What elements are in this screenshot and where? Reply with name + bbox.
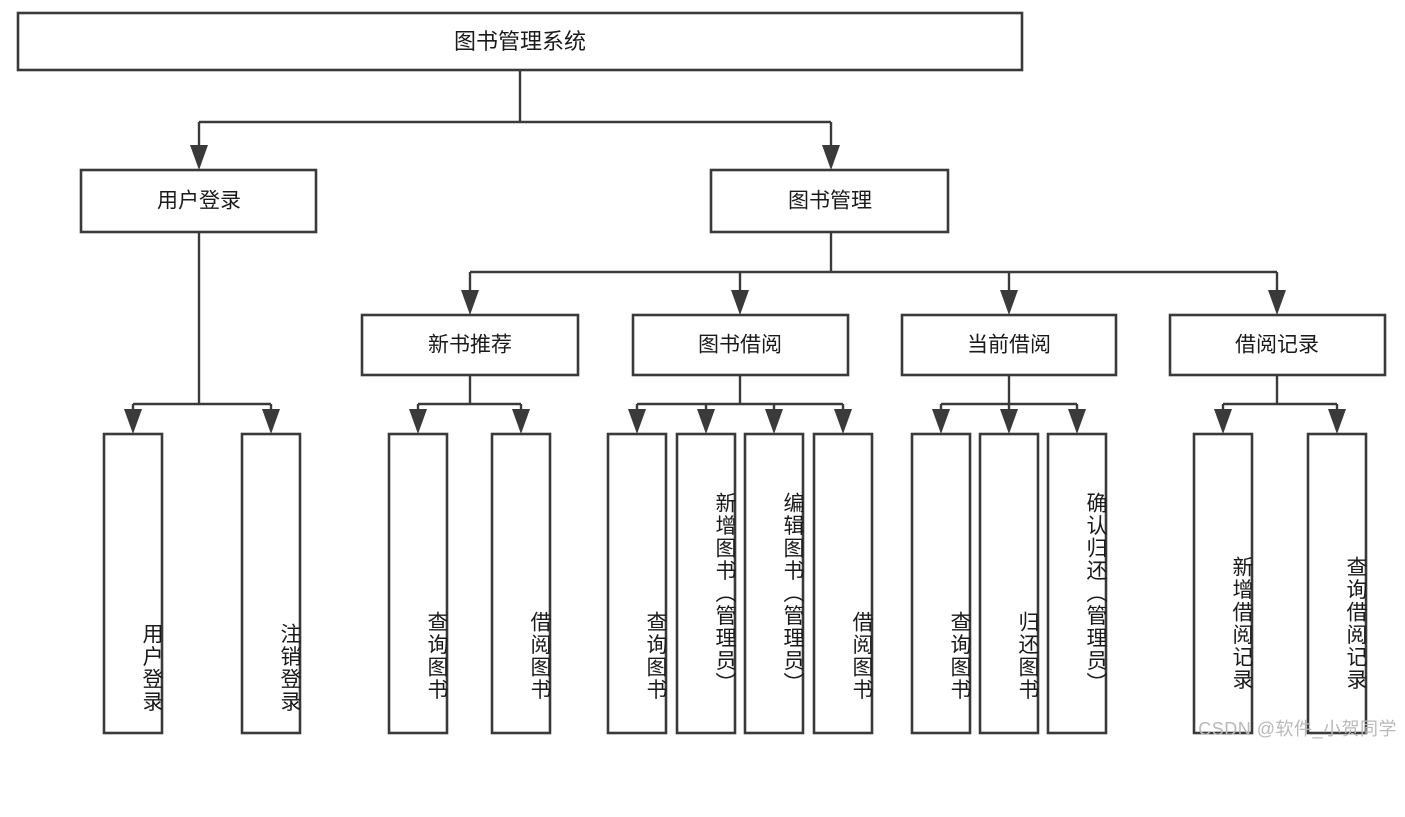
node-borrow-record-label: 借阅记录 [1235,334,1319,357]
node-book-borrow-box[interactable] [631,313,850,377]
functional-structure-diagram: 图书管理系统 用户登录 图书管理 新书推荐 图书借阅 当前借阅 借阅记录 [16,11,1387,735]
arrow-head-leaf-add-book [697,409,715,434]
arrow-head-user-login [190,145,208,170]
node-leaf-query-book-2-box[interactable] [606,432,668,735]
node-leaf-user-logout-box[interactable] [240,432,302,735]
node-leaf-query-book-3-box[interactable] [910,432,972,735]
node-leaf-user-login-box[interactable] [102,432,164,735]
csdn-watermark: CSDN @软件_小贺同学 [1198,719,1397,739]
node-root-box[interactable] [16,11,1024,72]
node-leaf-query-book-1-box[interactable] [387,432,449,735]
node-leaf-confirm-return-box[interactable] [1046,432,1108,735]
node-leaf-borrow-book-2-box[interactable] [812,432,874,735]
arrow-head-book-borrow [731,290,749,315]
node-borrow-record-box[interactable] [1168,313,1387,377]
node-book-manage-label: 图书管理 [788,190,872,213]
node-leaf-edit-book-box[interactable] [743,432,805,735]
node-root-label: 图书管理系统 [454,29,586,54]
node-leaf-return-book-box[interactable] [978,432,1040,735]
arrow-head-borrow-record [1268,290,1286,315]
node-leaf-borrow-book-1-box[interactable] [490,432,552,735]
node-new-book-recommend-label: 新书推荐 [428,334,512,357]
node-book-borrow-label: 图书借阅 [698,334,782,357]
diagram-canvas-container: 图书管理系统 用户登录 图书管理 新书推荐 图书借阅 当前借阅 借阅记录 [16,11,1397,739]
node-leaf-query-record-box[interactable] [1306,432,1368,735]
node-user-login-label: 用户登录 [157,190,241,213]
arrow-head-leaf-add-record [1214,409,1232,434]
arrow-head-leaf-edit-book [765,409,783,434]
arrow-head-leaf-query-record [1328,409,1346,434]
arrow-head-current-borrow [1000,290,1018,315]
node-current-borrow-box[interactable] [900,313,1118,377]
node-user-login-box[interactable] [79,168,318,234]
node-book-manage-box[interactable] [709,168,950,234]
connector-layer [124,70,1346,434]
arrow-head-book-manage [822,145,840,170]
node-leaf-add-book-box[interactable] [675,432,737,735]
node-new-book-recommend-box[interactable] [360,313,580,377]
node-layer: 图书管理系统 用户登录 图书管理 新书推荐 图书借阅 当前借阅 借阅记录 [16,11,1387,735]
arrow-head-leaf-confirm-return [1068,409,1086,434]
arrow-head-leaf-query-book-1 [409,409,427,434]
arrow-head-leaf-borrow-book-2 [834,409,852,434]
arrow-head-leaf-query-book-3 [932,409,950,434]
arrow-head-leaf-user-login [124,409,142,434]
node-leaf-add-record-box[interactable] [1192,432,1254,735]
arrow-head-leaf-user-logout [262,409,280,434]
arrow-head-leaf-query-book-2 [628,409,646,434]
arrow-head-leaf-borrow-book-1 [512,409,530,434]
node-current-borrow-label: 当前借阅 [967,334,1051,357]
arrow-head-new-book-recommend [461,290,479,315]
arrow-head-leaf-return-book [1000,409,1018,434]
